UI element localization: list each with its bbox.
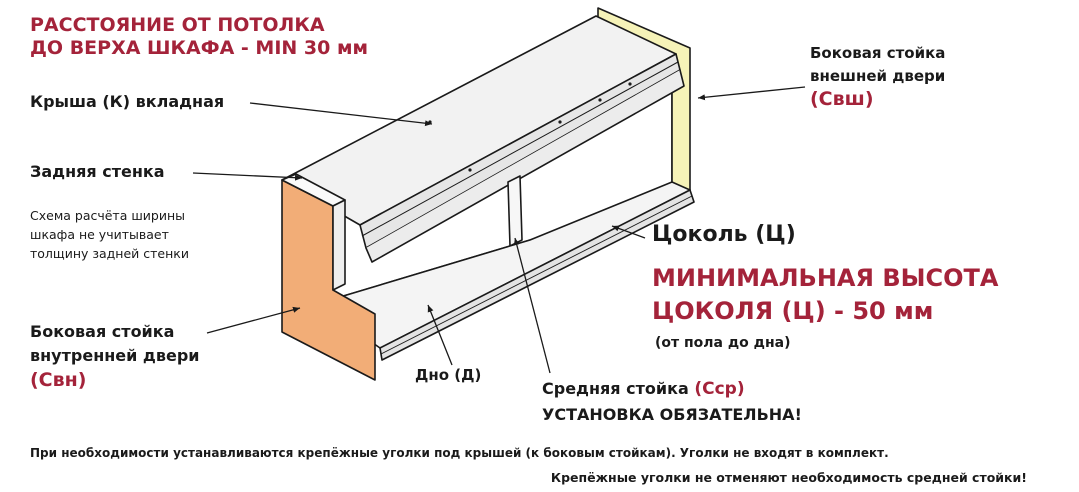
leader-roof [249, 102, 433, 127]
inner-side-line1: Боковая стойка [30, 322, 175, 341]
footer-line2: Крепёжные уголки не отменяют необходимос… [550, 470, 1027, 485]
inner-side-label: Боковая стойка внутренней двери (Свн) [30, 320, 200, 392]
outer-side-code: (Свш) [810, 88, 874, 110]
plinth-note: (от пола до дна) [655, 335, 791, 351]
plinth-label: Цоколь (Ц) [652, 222, 796, 247]
bottom-label: Дно (Д) [415, 366, 482, 384]
inner-side-line2: внутренней двери [30, 346, 200, 365]
width-note-line1: Схема расчёта ширины [30, 208, 185, 223]
outer-side-label: Боковая стойка внешней двери (Свш) [810, 42, 945, 111]
middle-post-text: Средняя стойка [542, 379, 695, 398]
ceiling-distance-line2: ДО ВЕРХА ШКАФА - MIN 30 мм [30, 37, 369, 59]
leader-outer-side [697, 86, 806, 101]
ceiling-distance-line1: РАССТОЯНИЕ ОТ ПОТОЛКА [30, 14, 325, 36]
plinth-min-height: МИНИМАЛЬНАЯ ВЫСОТА ЦОКОЛЯ (Ц) - 50 мм [652, 262, 998, 328]
width-note-line2: шкафа не учитывает [30, 227, 169, 242]
ceiling-distance-title: РАССТОЯНИЕ ОТ ПОТОЛКА ДО ВЕРХА ШКАФА - M… [30, 14, 368, 60]
inner-side-code: (Свн) [30, 369, 87, 391]
leader-back-wall [192, 172, 303, 181]
outer-side-line1: Боковая стойка [810, 44, 946, 62]
outer-side-line2: внешней двери [810, 67, 946, 85]
leader-middle-post [513, 237, 551, 374]
middle-post-required: УСТАНОВКА ОБЯЗАТЕЛЬНА! [542, 405, 802, 424]
footer-line1: При необходимости устанавливаются крепёж… [30, 446, 889, 460]
back-wall-label: Задняя стенка [30, 162, 165, 181]
width-note: Схема расчёта ширины шкафа не учитывает … [30, 206, 189, 263]
middle-post-code: (Сср) [694, 379, 745, 399]
leader-inner-side [206, 306, 301, 334]
roof-label: Крыша (К) вкладная [30, 92, 225, 111]
middle-post [507, 175, 523, 247]
leader-bottom [427, 304, 453, 366]
plinth-min-line2: ЦОКОЛЯ (Ц) - 50 мм [652, 297, 934, 325]
width-note-line3: толщину задней стенки [30, 246, 189, 261]
leader-plinth [611, 225, 646, 239]
middle-post-label: Средняя стойка (Сср) УСТАНОВКА ОБЯЗАТЕЛЬ… [542, 376, 802, 428]
plinth-min-line1: МИНИМАЛЬНАЯ ВЫСОТА [652, 264, 999, 292]
